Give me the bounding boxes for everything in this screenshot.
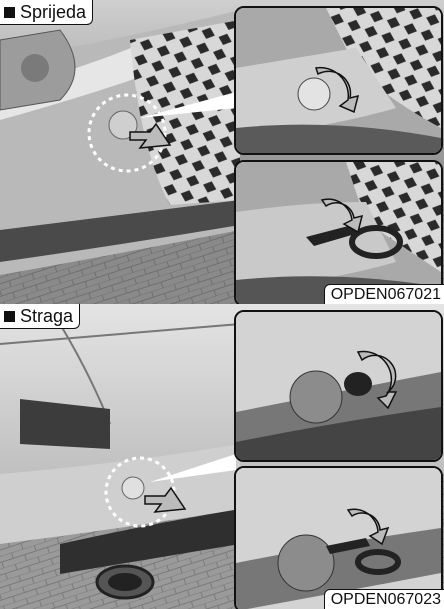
rear-title-tab: Straga — [0, 304, 80, 329]
bullet-square-icon — [4, 7, 15, 18]
front-title-tab: Sprijeda — [0, 0, 93, 25]
front-inset-hook-install — [234, 160, 443, 304]
front-panel: Sprijeda OPDEN067021 — [0, 0, 444, 304]
front-figure-code: OPDEN067021 — [324, 284, 444, 304]
front-title: Sprijeda — [20, 2, 86, 23]
rear-inset-hook-install — [234, 466, 443, 609]
rear-panel: Straga OPDEN067023 — [0, 304, 444, 609]
front-inset-cover-removal — [234, 6, 443, 155]
rear-title: Straga — [20, 306, 73, 327]
rear-hook-install-illustration — [236, 468, 441, 609]
hook-install-illustration — [236, 162, 441, 304]
rear-cover-removal-illustration — [236, 312, 441, 460]
bullet-square-icon — [4, 311, 15, 322]
rear-figure-code: OPDEN067023 — [324, 589, 444, 609]
rear-inset-cover-removal — [234, 310, 443, 462]
cover-removal-illustration — [236, 8, 441, 153]
